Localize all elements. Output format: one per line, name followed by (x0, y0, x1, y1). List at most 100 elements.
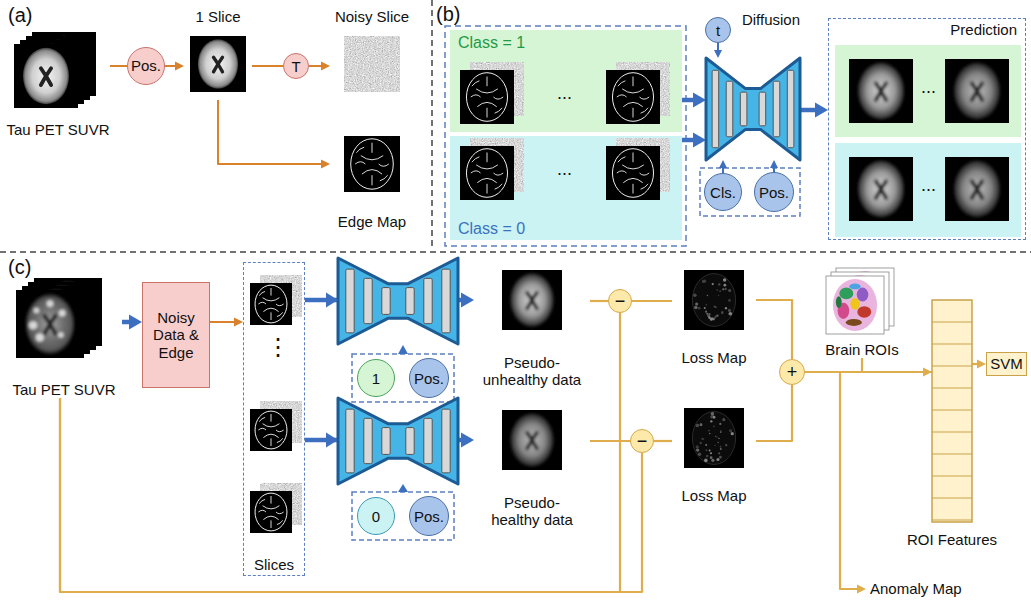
loss-speck (709, 433, 710, 434)
illustration (826, 268, 894, 334)
unet-layer (787, 70, 794, 147)
loss-speck (696, 445, 699, 448)
panel-label: (b) (436, 3, 460, 25)
loss-speck (711, 459, 714, 462)
edge-map-background (460, 146, 514, 200)
panel-separator (431, 0, 433, 250)
edge-map-background (344, 136, 400, 192)
ventricles (41, 68, 51, 85)
node-text: t (716, 23, 720, 38)
ventricles (972, 181, 982, 198)
loss-speck (705, 449, 707, 451)
arrow-head (714, 50, 722, 58)
node-text: Edge Map (338, 213, 406, 230)
loss-speck (710, 318, 713, 321)
loss-speck (725, 444, 727, 446)
feature-cell-line (932, 476, 972, 477)
roi-region (839, 288, 853, 300)
tau-hotspot (34, 308, 39, 313)
node-text: Pos. (414, 509, 444, 524)
connector (682, 133, 706, 148)
loss-speck (728, 299, 731, 302)
arrow-head (398, 484, 408, 492)
feature-cell-line (932, 410, 972, 411)
loss-outline (692, 274, 735, 327)
loss-speck (712, 283, 714, 285)
connector (210, 318, 243, 327)
illustration (502, 410, 562, 470)
loss-speck (722, 288, 724, 290)
connector-line (590, 440, 630, 442)
prediction-group: Prediction (828, 18, 1026, 240)
edge-map-background (250, 491, 292, 533)
illustration (835, 45, 1021, 237)
connector (218, 100, 330, 169)
operator-circle: Pos. (754, 172, 794, 212)
brain-tissue (26, 294, 75, 354)
connector (805, 372, 866, 594)
loss-speck (713, 426, 715, 428)
loss-speck (718, 295, 719, 296)
roi-brain (833, 279, 877, 331)
unet-layer (773, 81, 780, 137)
edge-map-background (606, 70, 660, 124)
image-node: Pseudo-healthy data (474, 406, 590, 528)
connector (590, 301, 608, 302)
arrow-head (461, 433, 474, 448)
slice-background (502, 410, 562, 470)
slice-background (945, 59, 1009, 123)
edge-outline (466, 73, 507, 122)
ventricles (527, 433, 537, 449)
input-group-box (445, 26, 686, 246)
connector-line (654, 440, 672, 442)
loss-speck (710, 420, 712, 422)
roi-region (849, 284, 861, 290)
slice-background (16, 290, 84, 358)
loss-speck (708, 430, 710, 432)
unet-layer (406, 428, 414, 455)
connector (770, 160, 778, 172)
loss-outline (692, 412, 735, 465)
brain (858, 63, 904, 119)
image-node: Tau PET SUVR (6, 30, 110, 138)
node-text: Pos. (414, 371, 444, 386)
ventricles (876, 83, 886, 100)
connector-line (756, 300, 792, 359)
loss-speck (711, 317, 714, 320)
node-text: Noisy Slice (335, 8, 409, 25)
connector (756, 385, 792, 441)
edge-map-background (606, 146, 660, 200)
feature-cell-line (932, 388, 972, 389)
panel-label: (c) (8, 256, 31, 278)
classifier-box: SVM (986, 352, 1027, 376)
feature-cell-line (932, 454, 972, 455)
loss-speck (720, 448, 722, 450)
operator-circle: Pos. (127, 47, 165, 85)
slice-background (849, 59, 913, 123)
arrow-head (693, 133, 706, 148)
unet-layer (759, 92, 766, 126)
loss-speck (710, 456, 713, 459)
unet-layer (364, 278, 372, 323)
unet-layer (346, 269, 354, 333)
feature-cell-line (932, 432, 972, 433)
loss-speck (719, 423, 721, 425)
process-box: Noisy Data & Edge (142, 282, 210, 388)
brain (23, 48, 69, 104)
node-text: Cls. (710, 185, 736, 200)
illustration (344, 36, 400, 92)
diffusion-network: Diffusion (706, 58, 800, 160)
feature-vector: ROI Features (932, 300, 972, 522)
connector (682, 93, 706, 108)
unet-layer (364, 418, 372, 463)
loss-speck (725, 307, 727, 309)
loss-speck (704, 307, 706, 309)
loss-speck (731, 432, 734, 435)
brain (510, 414, 553, 467)
operator-circle: + (779, 359, 805, 385)
node-text: − (615, 292, 626, 310)
node-text: SVM (990, 355, 1023, 372)
brain-tissue (510, 414, 553, 467)
loss-speck (696, 424, 700, 428)
